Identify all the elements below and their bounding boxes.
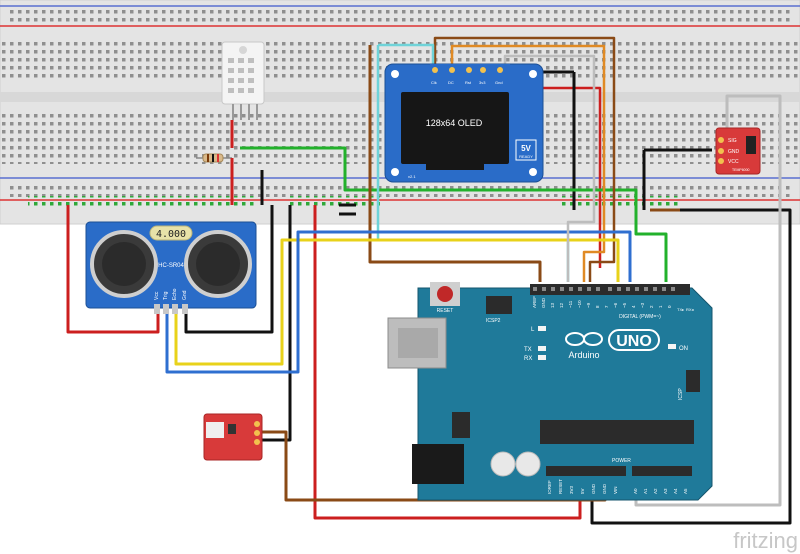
on-led-label: ON: [679, 346, 688, 352]
oled-pin-gnd: Gnd: [495, 80, 503, 85]
dpins-5: ~10: [577, 300, 582, 308]
apins-4: A4: [673, 488, 678, 494]
ultrasonic-pin-gnd: Gnd: [182, 290, 188, 300]
ultrasonic-pin-labels: Vcc Trig Echo Gnd: [154, 288, 188, 300]
oled-pin-clk: Clk: [431, 80, 437, 85]
dpins-6: ~9: [586, 302, 591, 308]
temp-pin-vcc: VCC: [728, 159, 739, 165]
small-sensor-module: [203, 413, 263, 461]
ppins-3: 5V: [580, 488, 585, 494]
dpins-9: ~6: [613, 302, 618, 308]
oled-display: 128x64 OLED 5V READY v2.1 Clk DC Rst 3v3…: [384, 63, 544, 183]
rx-led-label: RX: [524, 356, 532, 362]
dpins-4: ~11: [568, 300, 573, 308]
rx-pin-label: RX◂: [686, 307, 694, 312]
dpins-2: 13: [550, 302, 555, 308]
ultrasonic-pin-vcc: Vcc: [154, 291, 160, 300]
dpins-10: ~5: [622, 302, 627, 308]
ppins-0: IOREF: [547, 480, 552, 494]
oled-version: v2.1: [408, 174, 416, 179]
dpins-11: 4: [631, 305, 636, 308]
dpins-3: 12: [559, 302, 564, 308]
dpins-8: 7: [604, 305, 609, 308]
ppins-4: GND: [591, 483, 596, 494]
ppins-5: GND: [602, 483, 607, 494]
oled-badge-bottom: READY: [519, 154, 533, 159]
ultrasonic-sensor: 4.000 HC-SR04 Vcc Trig Echo Gnd: [85, 221, 257, 314]
l-led-label: L: [531, 327, 535, 333]
reset-label: RESET: [437, 308, 454, 314]
ultrasonic-model: HC-SR04: [158, 263, 184, 269]
apins-1: A1: [643, 488, 648, 494]
ppins-1: RESET: [558, 479, 563, 494]
tx-led-label: TX: [524, 347, 532, 353]
icsp-label: ICSP: [678, 388, 684, 400]
oled-title: 128x64 OLED: [426, 118, 483, 128]
dpins-7: 8: [595, 305, 600, 308]
temp-pin-gnd: GND: [728, 149, 740, 155]
ppins-2: 3V3: [569, 485, 574, 494]
power-pin-labels: IOREF RESET 3V3 5V GND GND VIN: [547, 479, 618, 494]
fritzing-watermark: fritzing: [733, 528, 798, 553]
oled-badge-top: 5V: [521, 144, 531, 153]
apins-0: A0: [633, 488, 638, 494]
digital-pin-labels: AREF GND 13 12 ~11 ~10 ~9 8 7 ~6 ~5 4 ~3 2 1 0: [532, 296, 672, 308]
dpins-15: 0: [667, 305, 672, 308]
temp-pin-sig: SIG: [728, 138, 737, 144]
dpins-1: GND: [541, 297, 546, 308]
oled-pin-rst: Rst: [465, 80, 472, 85]
temp-sensor: SIG GND VCC TEMP6000: [715, 127, 761, 175]
dpins-13: 2: [649, 305, 654, 308]
arduino-model: UNO: [616, 333, 652, 350]
power-label: POWER: [612, 458, 631, 464]
oled-pin-dc: DC: [448, 80, 454, 85]
dht-sensor: [221, 41, 265, 120]
apins-3: A3: [663, 488, 668, 494]
icsp2-label: ICSP2: [486, 318, 501, 324]
oled-pin-3v3: 3v3: [479, 80, 486, 85]
apins-5: A5: [683, 488, 688, 494]
analog-pin-labels: A0 A1 A2 A3 A4 A5: [633, 488, 688, 494]
ppins-6: VIN: [613, 486, 618, 494]
dpins-14: 1: [658, 305, 663, 308]
arduino-brand: Arduino: [568, 350, 599, 360]
arduino-logo: Arduino: [565, 332, 603, 360]
ultrasonic-pin-echo: Echo: [172, 288, 178, 300]
resistor: [196, 153, 232, 163]
tx-pin-label: TX▸: [677, 307, 684, 312]
temp-sensor-name: TEMP6000: [732, 168, 750, 172]
dpins-0: AREF: [532, 296, 537, 308]
digital-label: DIGITAL (PWM=~): [619, 314, 661, 320]
ultrasonic-display: 4.000: [156, 229, 186, 240]
dpins-12: ~3: [640, 302, 645, 308]
ultrasonic-pin-trig: Trig: [163, 291, 169, 300]
apins-2: A2: [653, 488, 658, 494]
